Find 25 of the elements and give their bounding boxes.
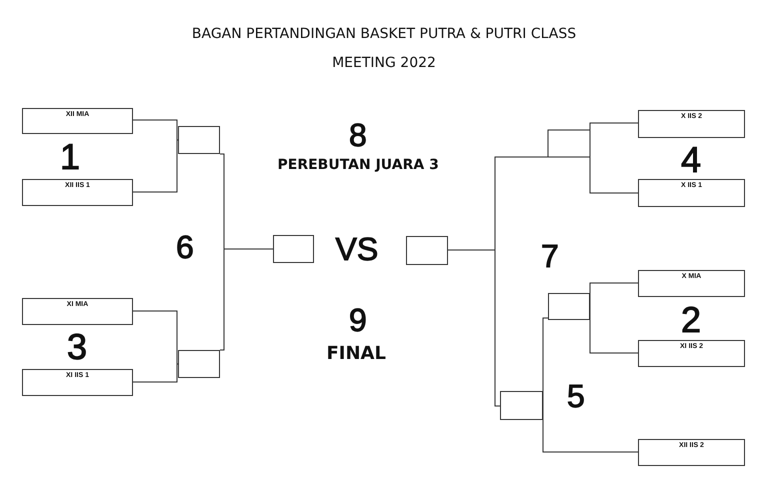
title: BAGAN PERTANDINGAN BASKET PUTRA & PUTRI CLASS MEETING 2022 [190, 25, 578, 73]
match-number: 7 [541, 240, 559, 272]
winner-box [548, 293, 590, 320]
match-number: 1 [60, 139, 80, 175]
winner-box [178, 126, 220, 154]
match-number: 8 [349, 119, 367, 151]
bracket-line [132, 140, 178, 192]
winner-box [406, 236, 448, 265]
match-caption: PEREBUTAN JUARA 3 [278, 158, 439, 172]
bracket-line [132, 364, 178, 382]
bracket-line [132, 310, 178, 364]
match-number: 5 [567, 380, 585, 412]
match-number: 9 [349, 304, 367, 336]
winner-box [178, 350, 220, 378]
bracket-line [448, 250, 500, 406]
match-number: 2 [681, 302, 702, 338]
winner-box [500, 391, 543, 420]
bracket-line [132, 120, 178, 140]
match-number: 4 [681, 142, 702, 178]
match-number: 6 [176, 231, 194, 263]
bracket-line [220, 248, 274, 350]
match-caption: FINAL [326, 345, 386, 363]
match-number: VS [336, 233, 378, 265]
winner-box [273, 235, 314, 263]
match-number: 3 [67, 329, 88, 365]
